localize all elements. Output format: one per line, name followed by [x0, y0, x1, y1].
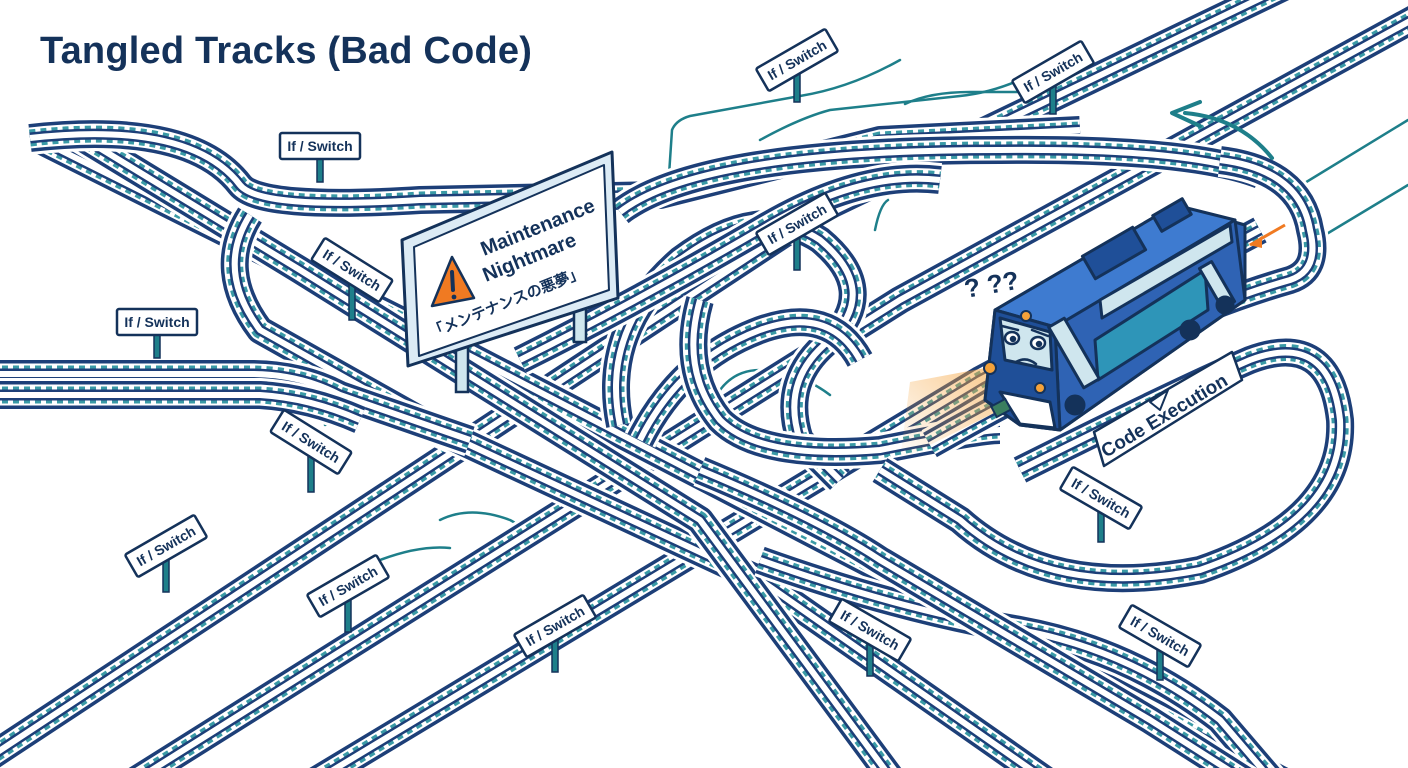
switch-sign: If / Switch	[1059, 466, 1143, 543]
switch-sign: If / Switch	[124, 514, 208, 593]
track-segment	[61, 115, 905, 768]
track-segment	[0, 378, 367, 436]
track-segment	[624, 305, 875, 448]
locomotive: ? ??	[900, 197, 1286, 460]
switch-sign-label: If / Switch	[287, 138, 352, 154]
switch-sign: If / Switch	[115, 307, 199, 359]
headlight-beam	[900, 368, 1000, 460]
track-segment	[609, 132, 1267, 226]
switch-sign-label: If / Switch	[124, 314, 189, 330]
track-segment	[693, 454, 1258, 768]
switch-sign: If / Switch	[278, 131, 362, 183]
track-segment	[512, 161, 943, 376]
direction-arrow	[1170, 100, 1274, 160]
page-title: Tangled Tracks (Bad Code)	[40, 30, 533, 72]
train-face	[1000, 324, 1050, 366]
track-segment	[217, 205, 429, 435]
warning-icon	[430, 255, 476, 308]
switch-sign: If / Switch	[828, 598, 912, 677]
track-segment	[123, 2, 1408, 768]
